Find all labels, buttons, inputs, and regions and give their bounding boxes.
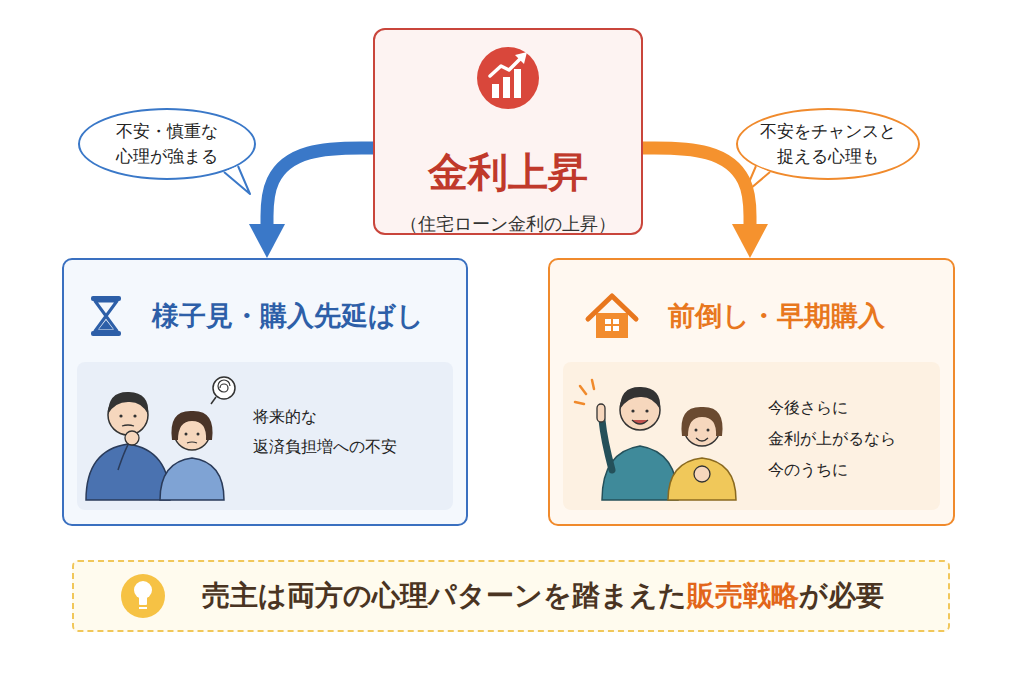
trigger-box: 金利上昇 （住宅ローン金利の上昇）	[373, 28, 643, 235]
subtitle: （住宅ローン金利の上昇）	[400, 212, 616, 236]
banner-highlight: 販売戦略	[687, 577, 799, 615]
main-heading: 金利上昇	[428, 150, 588, 194]
reason-panel: 今後さらに 金利が上がるなら 今のうちに	[563, 362, 940, 510]
banner-text: 売主は両方の心理パターンを踏まえた	[202, 577, 687, 615]
bubble-text: 不安・慎重な 心理が強まる	[111, 119, 223, 170]
reason-panel: 将来的な 返済負担増への不安	[77, 362, 453, 510]
body-text: 今後さらに 金利が上がるなら 今のうちに	[768, 392, 908, 486]
conclusion-banner: 売主は両方の心理パターンを踏まえた販売戦略が必要	[72, 560, 950, 632]
outcome-box: 前倒し・早期購入今後さらに 金利が上がるなら 今のうちに	[548, 258, 955, 526]
flow-arrow	[267, 148, 373, 224]
bubble-text: 不安をチャンスと 捉える心理も	[756, 119, 900, 170]
body-text: 将来的な 返済負担増への不安	[253, 402, 413, 463]
outcome-box: 様子見・購入先延ばし将来的な 返済負担増への不安	[62, 258, 468, 526]
outcome-heading: 様子見・購入先延ばし	[152, 298, 424, 334]
speech-bubble: 不安・慎重な 心理が強まる	[78, 108, 256, 180]
speech-bubble: 不安をチャンスと 捉える心理も	[736, 108, 920, 180]
banner-text: が必要	[799, 577, 884, 615]
outcome-heading: 前倒し・早期購入	[668, 298, 885, 334]
flow-arrow	[643, 148, 750, 224]
